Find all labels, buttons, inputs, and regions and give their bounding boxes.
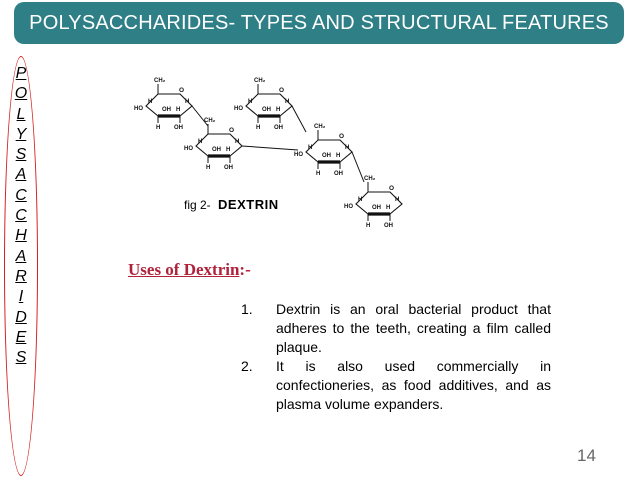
structure-label: OH bbox=[334, 171, 343, 177]
structure-label: O bbox=[389, 185, 394, 192]
structure-label: OH bbox=[224, 165, 233, 171]
structure-label: H bbox=[256, 125, 260, 131]
side-letter: D bbox=[15, 308, 27, 326]
side-letter: E bbox=[15, 328, 27, 346]
structure-label: H bbox=[308, 145, 312, 151]
side-letter: I bbox=[18, 288, 24, 306]
side-letter: S bbox=[15, 146, 27, 164]
side-letter: A bbox=[15, 247, 27, 265]
structure-label: H bbox=[198, 139, 202, 145]
structure-label: H bbox=[386, 205, 390, 211]
structure-label: H bbox=[336, 153, 340, 159]
structure-label: H bbox=[276, 107, 280, 113]
uses-list: 1. Dextrin is an oral bacterial product … bbox=[241, 300, 551, 414]
structure-label: H bbox=[148, 99, 152, 105]
side-letter: L bbox=[16, 105, 26, 123]
list-item-number: 2. bbox=[241, 358, 253, 374]
structure-label: H bbox=[235, 139, 239, 145]
bond-line bbox=[191, 105, 209, 127]
list-item-number: 1. bbox=[241, 301, 253, 317]
side-letter: A bbox=[15, 166, 27, 184]
structure-label: H bbox=[358, 197, 362, 203]
structure-label: H bbox=[285, 99, 289, 105]
list-item: 1. Dextrin is an oral bacterial product … bbox=[241, 300, 551, 357]
structure-label: H bbox=[226, 147, 230, 153]
side-letter: P bbox=[15, 65, 27, 82]
bond-line bbox=[291, 105, 307, 133]
slide-title: POLYSACCHARIDES- TYPES AND STRUCTURAL FE… bbox=[29, 11, 609, 34]
structure-label: O bbox=[179, 87, 184, 94]
structure-label: O bbox=[279, 87, 284, 94]
structure-label: OH bbox=[372, 205, 381, 211]
structure-label: OH bbox=[262, 107, 271, 113]
uses-heading-suffix: :- bbox=[239, 260, 251, 279]
side-letter: O bbox=[14, 85, 28, 103]
structure-label: HO bbox=[234, 106, 243, 112]
structure-label: OH bbox=[174, 125, 183, 131]
structure-label: H bbox=[206, 165, 210, 171]
structure-label: O bbox=[339, 133, 344, 140]
structure-label: OH bbox=[274, 125, 283, 131]
bond-line bbox=[241, 145, 299, 151]
uses-heading: Uses of Dextrin:- bbox=[128, 260, 251, 280]
list-item-text: Dextrin is an oral bacterial product tha… bbox=[276, 301, 551, 355]
page-number: 14 bbox=[577, 446, 596, 465]
title-bar: POLYSACCHARIDES- TYPES AND STRUCTURAL FE… bbox=[14, 2, 624, 44]
structure-label: H bbox=[248, 99, 252, 105]
side-letter: H bbox=[15, 227, 27, 245]
side-letter: S bbox=[15, 349, 27, 367]
structure-label: CH₂ bbox=[204, 118, 216, 124]
structure-label: HO bbox=[184, 146, 193, 152]
structure-label: OH bbox=[384, 223, 393, 229]
list-item: 2. It is also used commercially in confe… bbox=[241, 357, 551, 414]
structure-label: HO bbox=[134, 106, 143, 112]
figure-caption: fig 2- DEXTRIN bbox=[184, 197, 279, 212]
structure-label: H bbox=[366, 223, 370, 229]
side-letter: R bbox=[15, 267, 27, 285]
side-letter: Y bbox=[15, 125, 27, 143]
structure-label: OH bbox=[162, 107, 171, 113]
figure-caption-name: DEXTRIN bbox=[218, 197, 279, 212]
structure-label: OH bbox=[212, 147, 221, 153]
side-letter: C bbox=[15, 186, 27, 204]
structure-label: H bbox=[316, 171, 320, 177]
structure-label: H bbox=[156, 125, 160, 131]
structure-label: CH₂ bbox=[254, 78, 266, 84]
structure-label: HO bbox=[344, 204, 353, 210]
side-letter: C bbox=[15, 207, 27, 225]
structure-label: O bbox=[229, 127, 234, 134]
structure-label: CH₂ bbox=[364, 176, 376, 182]
structure-label: H bbox=[395, 197, 399, 203]
structure-label: H bbox=[176, 107, 180, 113]
structure-label: H bbox=[345, 145, 349, 151]
structure-label: CH₂ bbox=[314, 124, 326, 130]
bond-line bbox=[351, 151, 365, 183]
list-item-text: It is also used commercially in confecti… bbox=[276, 358, 551, 412]
figure-caption-prefix: fig 2- bbox=[184, 198, 211, 212]
side-oval bbox=[4, 56, 38, 476]
structure-label: H bbox=[185, 99, 189, 105]
structure-label: OH bbox=[322, 153, 331, 159]
structure-label: HO bbox=[294, 152, 303, 158]
structure-label: CH₂ bbox=[154, 78, 166, 84]
uses-heading-term: Uses of Dextrin bbox=[128, 260, 240, 279]
